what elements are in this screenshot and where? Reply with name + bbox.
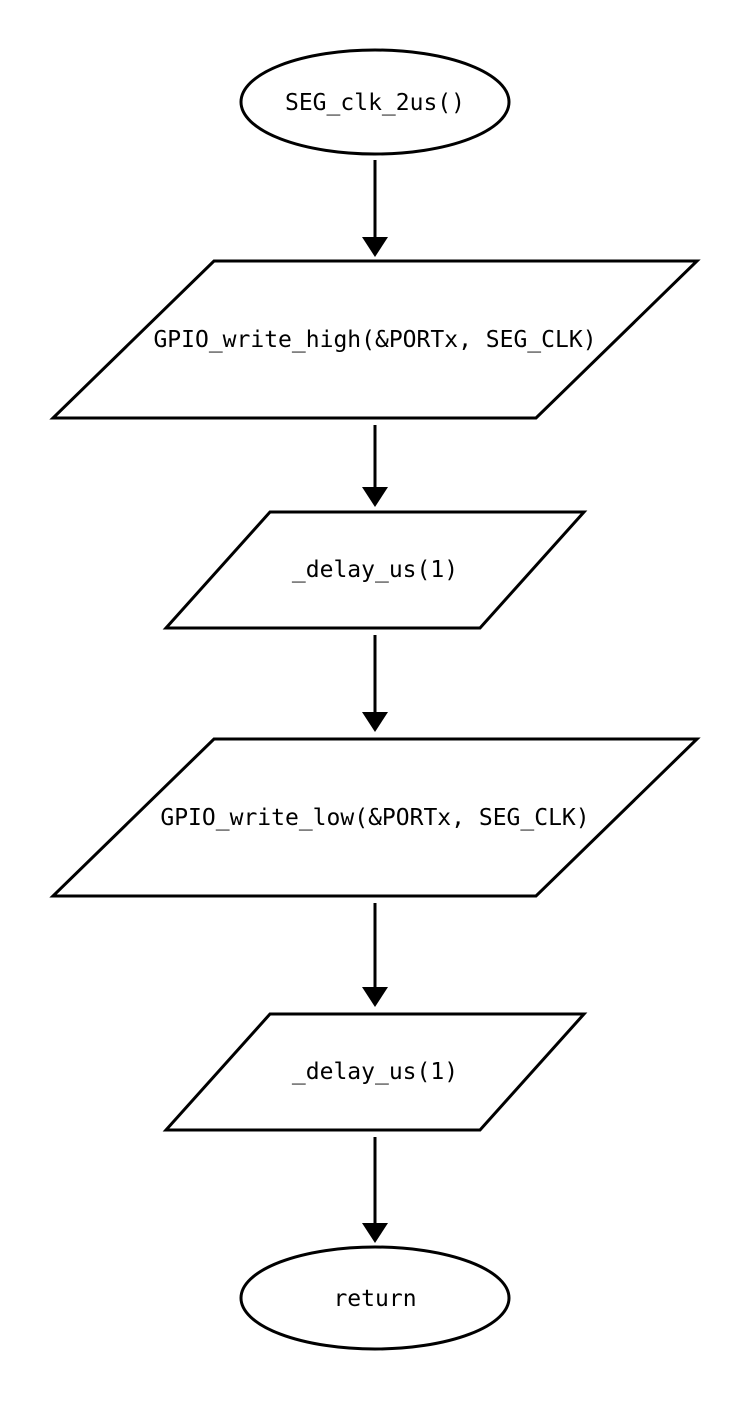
process-delay-1-shape	[162, 510, 588, 630]
end-terminator-label: return	[333, 1286, 416, 1312]
start-terminator: SEG_clk_2us()	[239, 48, 511, 156]
process-gpio-write-high: GPIO_write_high(&PORTx, SEG_CLK)	[49, 259, 701, 420]
connector-step-1-to-step-2	[362, 425, 388, 507]
arrowhead	[362, 1223, 388, 1243]
arrowhead	[362, 712, 388, 732]
process-delay-2-label: _delay_us(1)	[292, 1059, 458, 1085]
process-gpio-write-low-shape	[49, 737, 701, 898]
process-delay-1: _delay_us(1)	[162, 510, 588, 630]
connector-step-2-to-step-3	[362, 635, 388, 732]
end-terminator-shape	[239, 1245, 511, 1351]
arrowhead	[362, 237, 388, 257]
process-gpio-write-high-label: GPIO_write_high(&PORTx, SEG_CLK)	[153, 327, 596, 353]
connector-start-to-step-1	[362, 160, 388, 257]
start-terminator-label: SEG_clk_2us()	[285, 90, 465, 116]
process-gpio-write-high-shape	[49, 259, 701, 420]
process-delay-2-shape	[162, 1012, 588, 1132]
arrowhead	[362, 987, 388, 1007]
connector-step-4-to-end	[362, 1137, 388, 1243]
end-terminator: return	[239, 1245, 511, 1351]
start-terminator-shape	[239, 48, 511, 156]
arrowhead	[362, 487, 388, 507]
connector-step-3-to-step-4	[362, 903, 388, 1007]
process-gpio-write-low: GPIO_write_low(&PORTx, SEG_CLK)	[49, 737, 701, 898]
process-gpio-write-low-label: GPIO_write_low(&PORTx, SEG_CLK)	[160, 805, 589, 831]
process-delay-2: _delay_us(1)	[162, 1012, 588, 1132]
process-delay-1-label: _delay_us(1)	[292, 557, 458, 583]
